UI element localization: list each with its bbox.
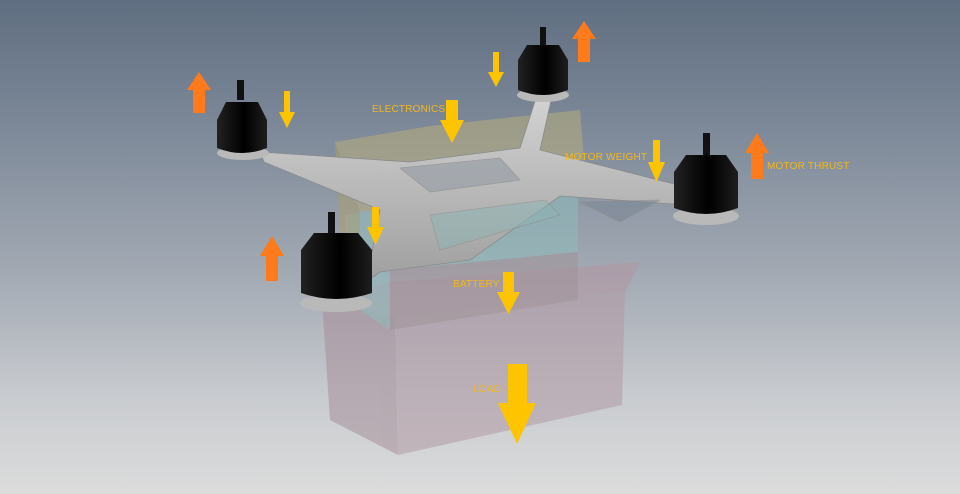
motor-right	[673, 133, 739, 225]
motor-front-bottom	[300, 212, 372, 312]
motor-thrust-label: MOTOR THRUST	[767, 161, 850, 172]
thrust-arrow-front-bottom-icon	[260, 236, 284, 281]
weight-arrow-front-left-icon	[279, 91, 295, 128]
weight-arrow-rear-icon	[488, 52, 504, 87]
thrust-arrow-front-left-icon	[187, 72, 211, 113]
motor-front-left	[217, 80, 269, 160]
load-arrow-icon	[498, 364, 536, 444]
weight-arrow-front-bottom-icon	[367, 207, 384, 245]
load-label: LOAD	[473, 384, 502, 395]
motor-weight-label: MOTOR WEIGHT	[565, 152, 648, 163]
battery-label: BATTERY	[453, 279, 500, 290]
electronics-label: ELECTRONICS	[372, 104, 446, 115]
drone-frame	[259, 91, 701, 293]
battery-arrow-icon	[497, 272, 520, 314]
weight-arrow-right-icon	[648, 140, 665, 182]
motor-rear	[517, 27, 569, 102]
electronics-arrow-icon	[440, 100, 464, 143]
thrust-arrow-rear-icon	[572, 21, 596, 62]
thrust-arrow-right-icon	[745, 133, 769, 179]
